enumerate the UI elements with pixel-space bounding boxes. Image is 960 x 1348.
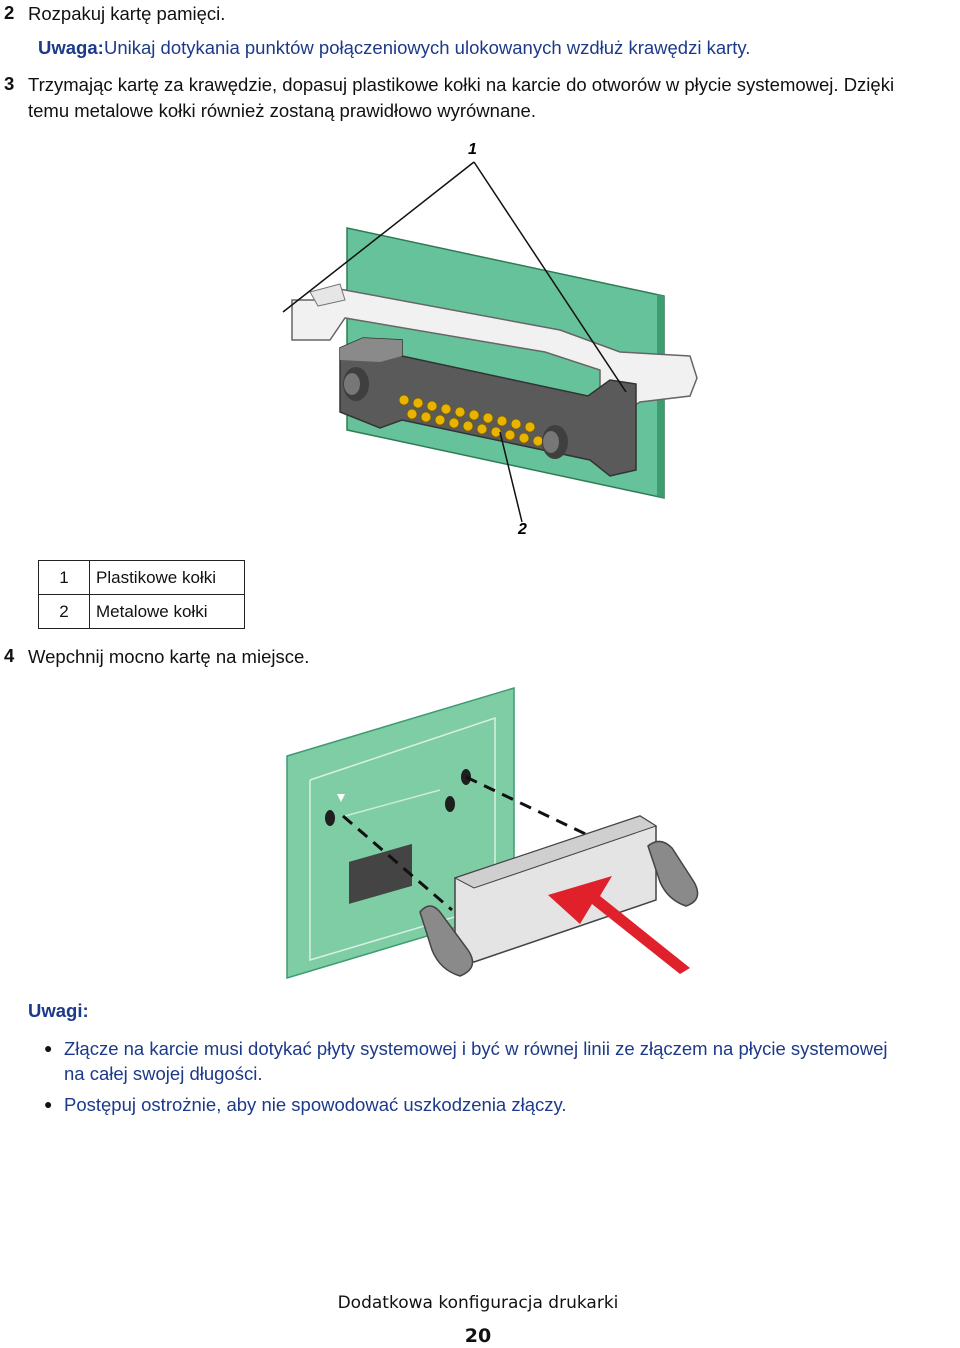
note-text: Unikaj dotykania punktów połączeniowych …: [104, 37, 751, 58]
legend-label: Plastikowe kołki: [89, 560, 245, 595]
legend-num: 1: [38, 560, 90, 595]
bullet-icon: ●: [44, 1096, 53, 1112]
note-label: Uwaga:: [38, 37, 104, 58]
step-3-line2: temu metalowe kołki również zostaną praw…: [28, 100, 536, 121]
step-3-number: 3: [4, 73, 15, 94]
step-2-number: 2: [4, 2, 15, 23]
legend-num: 2: [38, 594, 90, 629]
note-item-1-line2: na całej swojej długości.: [64, 1063, 263, 1084]
note-item-2: Postępuj ostrożnie, aby nie spowodować u…: [64, 1094, 567, 1115]
legend-row: 1 Plastikowe kołki: [38, 560, 245, 595]
step-3-line1: Trzymając kartę za krawędzie, dopasuj pl…: [28, 74, 895, 95]
page-number: 20: [464, 1325, 492, 1347]
plastic-latch: [291, 287, 698, 415]
insert-card-figure: [286, 686, 699, 980]
callout-1: 1: [468, 141, 477, 158]
step-4-number: 4: [4, 645, 15, 666]
step-2-text: Rozpakuj kartę pamięci.: [28, 3, 226, 24]
legend-table: 1 Plastikowe kołki 2 Metalowe kołki: [38, 560, 245, 629]
step-4-text: Wepchnij mocno kartę na miejsce.: [28, 646, 310, 667]
legend-label: Metalowe kołki: [89, 594, 245, 629]
bullet-icon: ●: [44, 1040, 53, 1056]
connector-figure: 1 2: [282, 141, 698, 538]
metal-pins: [398, 394, 544, 447]
insert-arrow: [548, 876, 690, 974]
footer-title: Dodatkowa konfiguracja drukarki: [337, 1293, 619, 1313]
note-item-1-line1: Złącze na karcie musi dotykać płyty syst…: [64, 1038, 888, 1059]
legend-row: 2 Metalowe kołki: [38, 594, 245, 629]
notes-heading: Uwagi:: [28, 1000, 89, 1021]
callout-2: 2: [517, 521, 527, 538]
